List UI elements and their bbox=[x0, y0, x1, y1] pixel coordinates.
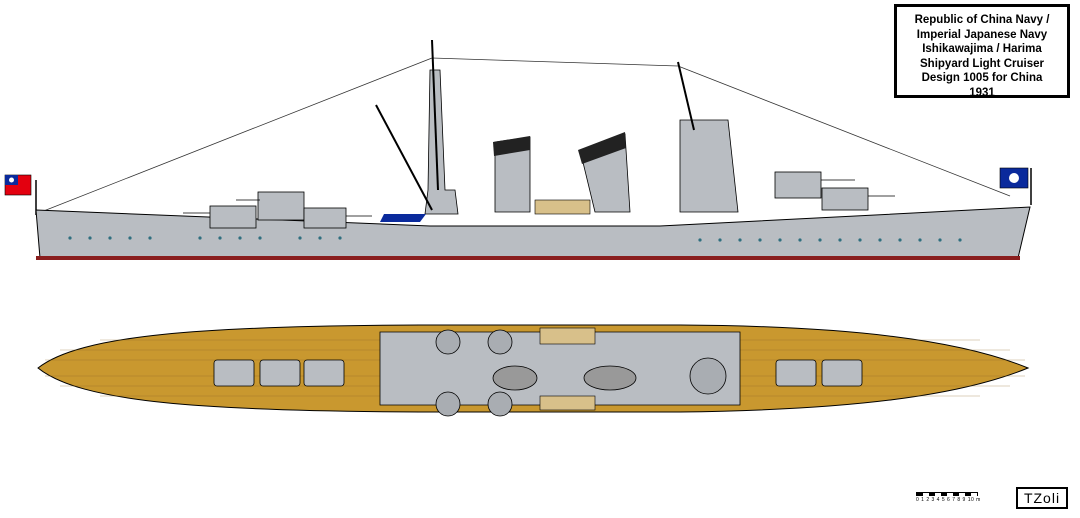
scale-labels: 0 1 2 3 4 5 6 7 8 9 10 m bbox=[916, 497, 981, 503]
title-line: Republic of China Navy / bbox=[914, 14, 1050, 26]
hull bbox=[35, 206, 1031, 259]
scale-bar-graphic bbox=[916, 492, 978, 496]
gun-turrets-aft bbox=[774, 171, 895, 211]
funnel-fore-cap bbox=[493, 136, 530, 156]
seaplane bbox=[380, 214, 426, 222]
superstructure bbox=[379, 331, 741, 406]
title-line: Imperial Japanese Navy bbox=[916, 28, 1048, 41]
gun-turrets-fore bbox=[183, 191, 372, 229]
scale-bar: 0 1 2 3 4 5 6 7 8 9 10 m bbox=[916, 492, 981, 503]
roc-flag-left bbox=[4, 174, 32, 196]
boats-plan bbox=[539, 327, 596, 411]
aerial-wire-mid bbox=[431, 57, 679, 67]
searchlights-plan bbox=[435, 329, 727, 417]
side-profile bbox=[4, 39, 1032, 260]
bridge-tower bbox=[679, 119, 739, 213]
funnel-aft-cap bbox=[578, 132, 626, 164]
title-line: Design 1005 for China bbox=[921, 72, 1043, 84]
boat bbox=[534, 199, 591, 215]
aerial-wire-aft bbox=[677, 65, 1011, 197]
portholes bbox=[68, 236, 962, 242]
boot-topping bbox=[36, 256, 1020, 260]
funnels-plan bbox=[492, 365, 637, 391]
title-box: Republic of China Navy / Imperial Japane… bbox=[894, 4, 1070, 99]
title-line: 1931 bbox=[969, 86, 995, 99]
roc-jack-right bbox=[999, 167, 1032, 205]
artist-signature: TZoli bbox=[1016, 487, 1068, 509]
title-line: Shipyard Light Cruiser bbox=[920, 57, 1044, 70]
crane bbox=[375, 104, 433, 211]
plan-view bbox=[37, 324, 1030, 417]
foremast bbox=[424, 69, 459, 215]
aerial-wire-fore bbox=[35, 57, 433, 215]
turrets-plan bbox=[213, 359, 863, 387]
foremast-pole bbox=[431, 39, 439, 191]
mainmast bbox=[677, 61, 695, 131]
title-line: Ishikawajima / Harima bbox=[922, 43, 1042, 55]
